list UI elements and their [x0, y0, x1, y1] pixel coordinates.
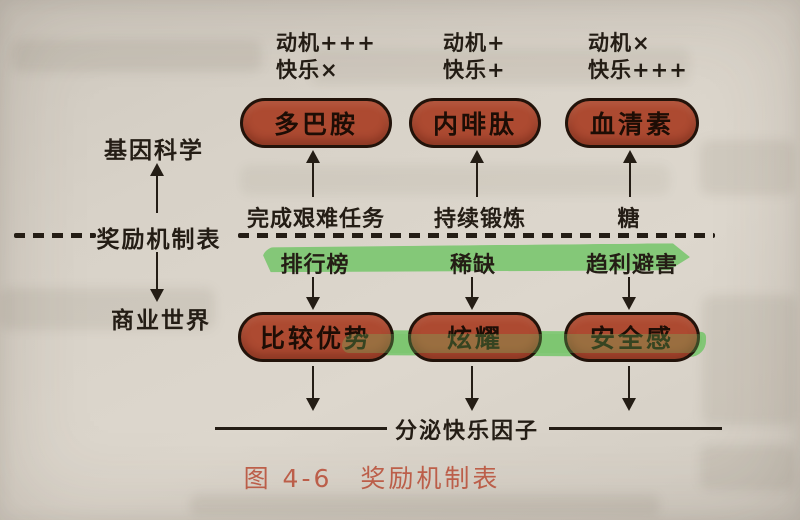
- genetic-trigger-label: 完成艰难任务: [246, 207, 386, 232]
- hormone-label: 内啡肽: [432, 110, 517, 139]
- happiness-effect-label: 快乐+++: [588, 58, 688, 82]
- motivation-effect-label: 动机+: [443, 31, 506, 55]
- business-trigger-label: 稀缺: [449, 253, 497, 278]
- hormone-pill-endorphin: 内啡肽: [409, 98, 541, 148]
- hormone-label: 多巴胺: [273, 110, 358, 139]
- outcome-label: 炫耀: [446, 324, 503, 353]
- baseline-rule-right: [549, 427, 722, 430]
- baseline-label: 分泌快乐因子: [394, 419, 540, 444]
- happiness-effect-label: 快乐×: [276, 58, 339, 82]
- happiness-effect-label: 快乐+: [443, 58, 506, 82]
- genetic-trigger-label: 持续锻炼: [433, 207, 527, 232]
- arrow-showoff-to-baseline: [464, 366, 480, 411]
- bleed-through-artifact: [700, 140, 795, 195]
- dashed-divider-left: [14, 233, 96, 238]
- motivation-effect-label: 动机+++: [276, 31, 376, 55]
- arrow-comparative-to-baseline: [305, 366, 321, 411]
- dashed-divider-right: [238, 233, 715, 238]
- outcome-pill-showoff: 炫耀: [408, 312, 542, 362]
- motivation-effect-label: 动机×: [588, 31, 651, 55]
- figure-caption: 图 4-6 奖励机制表: [243, 464, 501, 493]
- bleed-through-artifact: [700, 445, 795, 490]
- arrow-trigger-to-dopamine: [305, 150, 321, 197]
- effect-annotation-dopamine: 动机+++ 快乐×: [276, 30, 376, 84]
- axis-label-reward-table: 奖励机制表: [96, 227, 222, 253]
- bleed-through-artifact: [702, 295, 797, 425]
- axis-label-gene-science: 基因科学: [104, 138, 204, 164]
- outcome-label: 比较优势: [259, 324, 372, 353]
- baseline-rule-left: [215, 427, 387, 430]
- hormone-pill-serotonin: 血清素: [565, 98, 699, 148]
- business-trigger-label: 排行榜: [280, 253, 350, 278]
- outcome-pill-security: 安全感: [564, 312, 700, 362]
- axis-label-business-world: 商业世界: [111, 308, 211, 334]
- arrow-trigger-to-security: [621, 277, 637, 310]
- arrow-trigger-to-comparative: [305, 277, 321, 310]
- outcome-label: 安全感: [589, 324, 674, 353]
- arrow-trigger-to-serotonin: [622, 150, 638, 197]
- arrow-trigger-to-endorphin: [469, 150, 485, 197]
- outcome-pill-comparative-advantage: 比较优势: [238, 312, 394, 362]
- arrow-axis-down: [149, 252, 165, 302]
- hormone-label: 血清素: [589, 110, 674, 139]
- hormone-pill-dopamine: 多巴胺: [240, 98, 392, 148]
- arrow-axis-up: [149, 163, 165, 213]
- business-trigger-label: 趋利避害: [585, 253, 679, 278]
- bleed-through-artifact: [12, 40, 262, 72]
- effect-annotation-serotonin: 动机× 快乐+++: [588, 30, 688, 84]
- effect-annotation-endorphin: 动机+ 快乐+: [443, 30, 506, 84]
- genetic-trigger-label: 糖: [617, 207, 641, 232]
- arrow-security-to-baseline: [621, 366, 637, 411]
- bleed-through-artifact: [190, 494, 660, 516]
- arrow-trigger-to-showoff: [464, 277, 480, 310]
